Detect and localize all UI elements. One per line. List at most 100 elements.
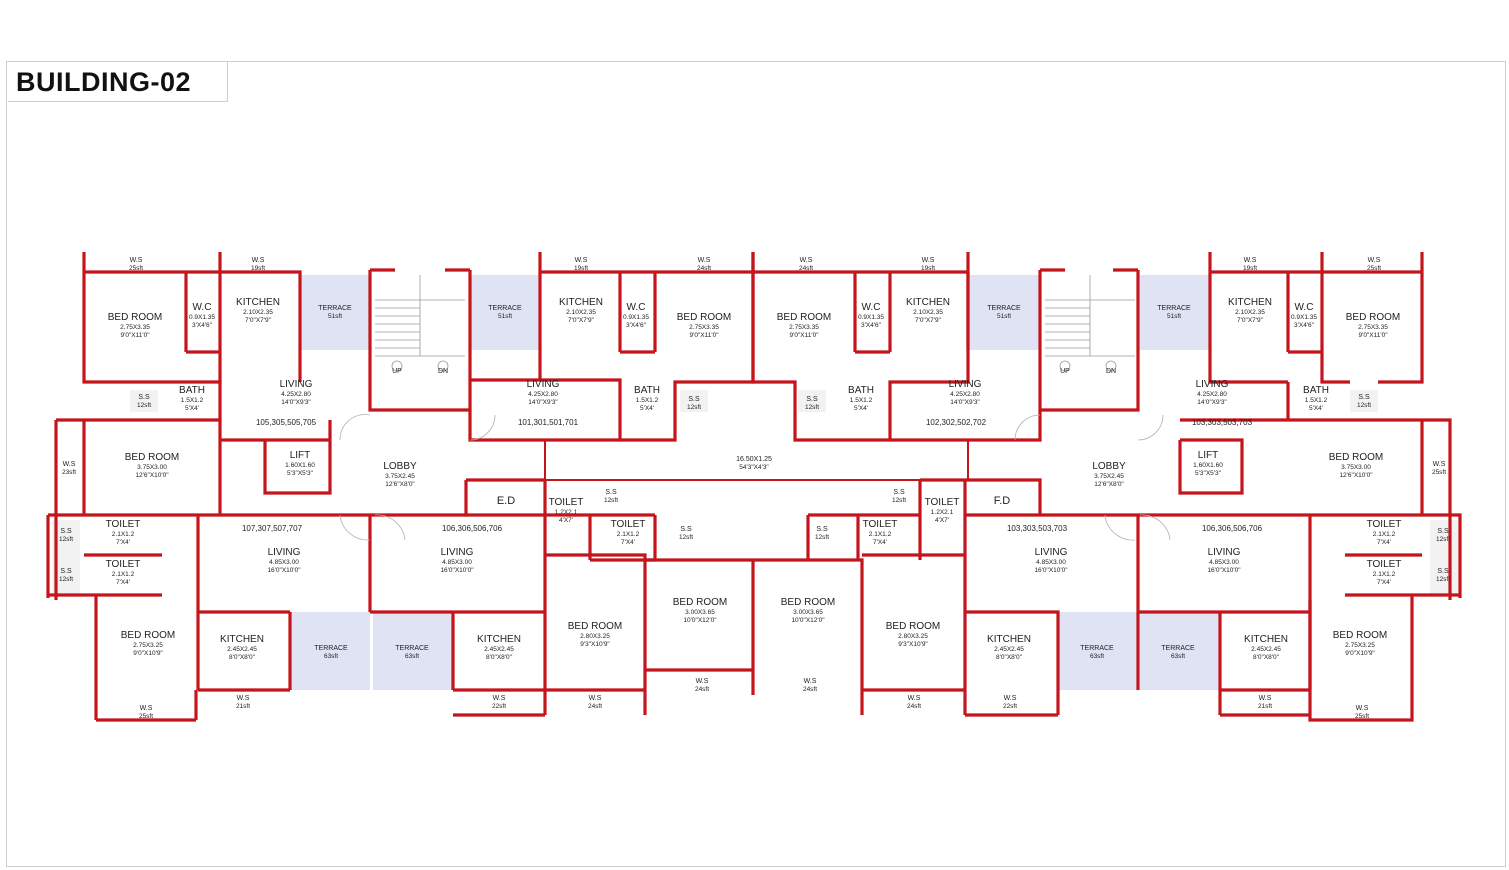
ws-br2-label: W.S (1356, 705, 1369, 712)
liv-br-label: LIVING (1208, 547, 1241, 558)
ws-bc2-label: W.S (589, 695, 602, 702)
bed-br-dims: 2.75X3.25 (1345, 642, 1375, 649)
stair-dn-r-label: DN (1106, 368, 1116, 375)
liv-bc1-dims-imperial: 16'0"X10'0" (440, 567, 474, 574)
ss-c3-dims: 12sft (815, 534, 829, 541)
kit-bl1-dims: 2.45X2.45 (227, 646, 257, 653)
bath-tc1-label: BATH (634, 385, 660, 396)
ss-l1-label: S.S (60, 528, 72, 535)
liv-br-dims: 4.85X3.00 (1209, 559, 1239, 566)
ws-br2-dims: 25sft (1355, 713, 1369, 720)
ws-tr2-dims: 25sft (1367, 265, 1381, 272)
wc-tl-label: W.C (193, 302, 212, 313)
bed-bc2-label: BED ROOM (673, 597, 727, 608)
ws-bl2-label: W.S (237, 695, 250, 702)
ws-bc4-label: W.S (804, 678, 817, 685)
ss-r1-label: S.S (1437, 528, 1449, 535)
toi-l1-dims: 2.1X1.2 (112, 531, 135, 538)
ws-bc3-dims: 24sft (695, 686, 709, 693)
terrace-fill (1140, 612, 1220, 690)
bed-tl-dims-imperial: 9'0"X11'0" (120, 332, 150, 339)
bath-tc2-label: BATH (848, 385, 874, 396)
lift-l-label: LIFT (290, 450, 311, 461)
ws-tc2-dims: 24sft (697, 265, 711, 272)
lift-r-dims: 1.60X1.60 (1193, 462, 1223, 469)
liv-bc1-dims: 4.85X3.00 (442, 559, 472, 566)
ss-c1-label: S.S (605, 489, 617, 496)
ws-l-label: W.S (63, 461, 76, 468)
ws-br1-dims: 21sft (1258, 703, 1272, 710)
ws-bc4-dims: 24sft (803, 686, 817, 693)
liv-tl-dims-imperial: 14'0"X9'3" (281, 399, 311, 406)
bath-tc2-dims-imperial: 5'X4' (854, 405, 868, 412)
ws-r-label: W.S (1433, 461, 1446, 468)
ter-tc1-label: TERRACE (488, 305, 522, 312)
bath-tc2-dims: 1.5X1.2 (850, 397, 873, 404)
bed-tc2-dims-imperial: 9'0"X11'0" (789, 332, 819, 339)
wc-tc1-dims-imperial: 3'X4'6" (626, 322, 647, 329)
wc-tr-dims-imperial: 3'X4'6" (1294, 322, 1315, 329)
ss-r1-dims: 12sft (1436, 536, 1450, 543)
ws-tr1-dims: 19sft (1243, 265, 1257, 272)
liv-bl1-label: LIVING (268, 547, 301, 558)
kit-tl-dims: 2.10X2.35 (243, 309, 273, 316)
ter-bc2-dims: 63sft (1090, 653, 1104, 660)
bath-tl-label: BATH (179, 385, 205, 396)
ws-tc3-label: W.S (800, 257, 813, 264)
toi-r2-dims: 2.1X1.2 (1373, 571, 1396, 578)
wc-tc2-dims-imperial: 3'X4'6" (861, 322, 882, 329)
ter-bc1-label: TERRACE (395, 645, 429, 652)
ss-tr-label: S.S (1358, 394, 1370, 401)
lobby-l-label: LOBBY (383, 461, 417, 472)
kit-tc1-dims-imperial: 7'0"X7'9" (568, 317, 595, 324)
liv-tl-label: LIVING (280, 379, 313, 390)
bed-tl-dims: 2.75X3.35 (120, 324, 150, 331)
kit-bl1-dims-imperial: 8'0"X8'0" (229, 654, 256, 661)
lift-r-label: LIFT (1198, 450, 1219, 461)
kit-bc2-dims-imperial: 8'0"X8'0" (996, 654, 1023, 661)
lobby-l-dims-imperial: 12'6"X8'0" (385, 481, 415, 488)
ws-bl2-dims: 21sft (236, 703, 250, 710)
bed-tl-label: BED ROOM (108, 312, 162, 323)
liv-tc1-label: LIVING (527, 379, 560, 390)
wc-tc1-dims: 0.9X1.35 (623, 314, 649, 321)
bath-tl-dims: 1.5X1.2 (181, 397, 204, 404)
toi-r2-label: TOILET (1367, 559, 1402, 570)
toi-l2-dims-imperial: 7'X4' (116, 579, 130, 586)
ws-bc5-dims: 24sft (907, 703, 921, 710)
ss-r2-label: S.S (1437, 568, 1449, 575)
liv-tr-dims: 4.25X2.80 (1197, 391, 1227, 398)
bed-tc1-dims-imperial: 9'0"X11'0" (689, 332, 719, 339)
ws-bc6-dims: 22sft (1003, 703, 1017, 710)
bed-bc1-dims: 2.80X3.25 (580, 633, 610, 640)
kit-br-label: KITCHEN (1244, 634, 1288, 645)
ws-tl1-label: W.S (130, 257, 143, 264)
ss-tl-label: S.S (138, 394, 150, 401)
corr-label: 16.50X1.25 (736, 456, 772, 463)
kit-tr-dims-imperial: 7'0"X7'9" (1237, 317, 1264, 324)
ter-bl1-label: TERRACE (314, 645, 348, 652)
bed-bc2-dims: 3.00X3.65 (685, 609, 715, 616)
kit-br-dims: 2.45X2.45 (1251, 646, 1281, 653)
ws-tl1-dims: 25sft (129, 265, 143, 272)
toi-l1-dims-imperial: 7'X4' (116, 539, 130, 546)
toi-c3-label: TOILET (863, 519, 898, 530)
ws-bc3-label: W.S (696, 678, 709, 685)
kit-tc2-dims: 2.10X2.35 (913, 309, 943, 316)
bath-tc1-dims: 1.5X1.2 (636, 397, 659, 404)
bed-bc3-label: BED ROOM (781, 597, 835, 608)
toi-c2-label: TOILET (611, 519, 646, 530)
toi-l1-label: TOILET (106, 519, 141, 530)
kit-br-dims-imperial: 8'0"X8'0" (1253, 654, 1280, 661)
ws-bc1-dims: 22sft (492, 703, 506, 710)
ss-tc1-dims: 12sft (687, 404, 701, 411)
kit-bc1-dims-imperial: 8'0"X8'0" (486, 654, 513, 661)
kit-bc2-label: KITCHEN (987, 634, 1031, 645)
ws-bl1-dims: 25sft (139, 713, 153, 720)
toi-l2-label: TOILET (106, 559, 141, 570)
bed-tc2-label: BED ROOM (777, 312, 831, 323)
ws-tc4-label: W.S (922, 257, 935, 264)
bedl-l-label: BED ROOM (125, 452, 179, 463)
ss-tc2-dims: 12sft (805, 404, 819, 411)
flat-tc2-label: 102,302,502,702 (926, 418, 987, 427)
